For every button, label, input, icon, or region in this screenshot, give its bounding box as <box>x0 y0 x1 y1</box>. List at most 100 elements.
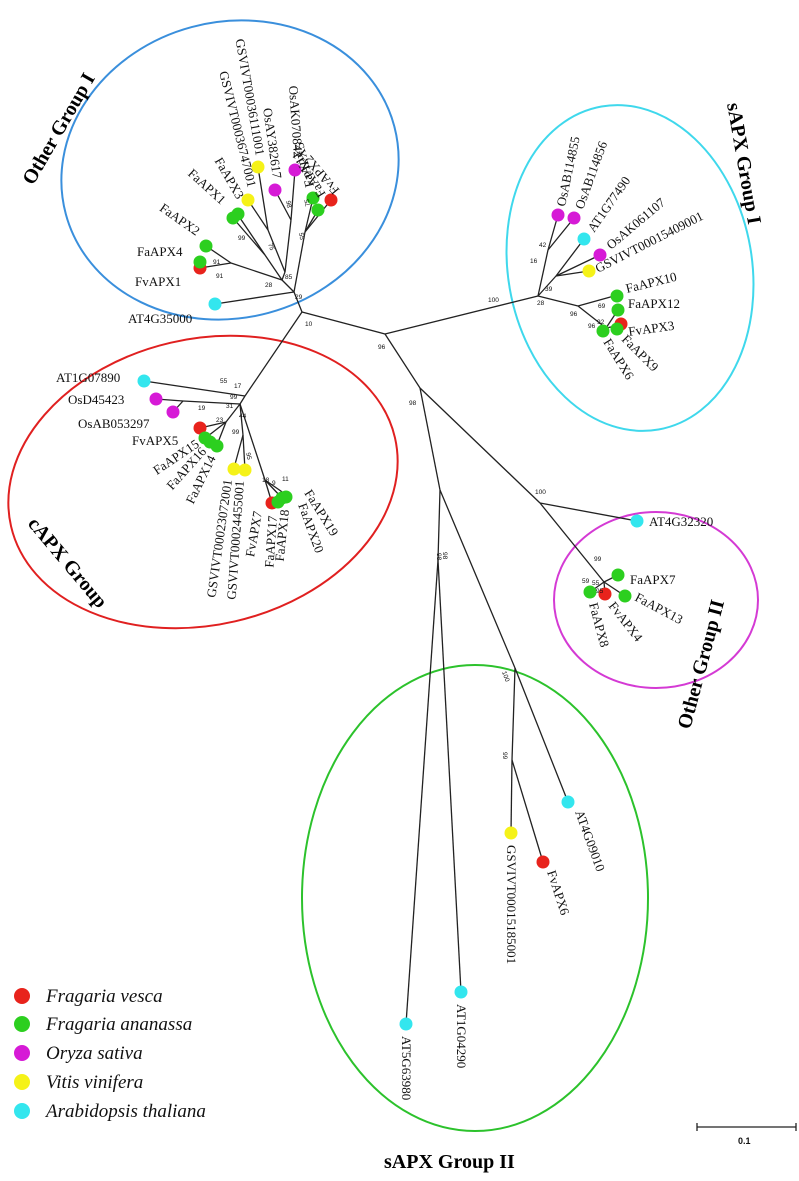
leaf-label: FaAPX10 <box>624 269 678 296</box>
bootstrap-value: 100 <box>535 489 546 496</box>
leaf-label: AT4G09010 <box>572 808 608 874</box>
bootstrap-value: 17 <box>234 383 242 390</box>
group-title-other1: Other Group I <box>18 69 100 188</box>
branch <box>293 231 306 293</box>
leaf-dot-FaAPX10 <box>610 289 624 303</box>
leaf-label: FaAPX4 <box>137 244 183 259</box>
group-ellipse-other2 <box>553 511 759 689</box>
branch <box>577 305 607 329</box>
branch <box>537 249 549 297</box>
legend-swatch <box>14 1016 30 1032</box>
leaf-dot-FaAPX4 <box>193 255 207 269</box>
group-ellipse-sapx2 <box>301 664 649 1132</box>
leaf-dot-GSVIVT00023072001 <box>227 462 241 476</box>
leaf-dot-GSVIVT00036111001 <box>251 160 265 174</box>
branch <box>419 387 441 491</box>
leaf-dot-FvAPX5 <box>193 421 207 435</box>
branch <box>384 333 421 389</box>
leaf-label: FaAPX12 <box>628 296 680 311</box>
legend-swatch <box>14 988 30 1004</box>
branch <box>301 311 386 335</box>
branch <box>384 295 539 335</box>
group-title-capx: cAPX Group <box>23 513 111 612</box>
bootstrap-value: 99 <box>232 429 240 436</box>
bootstrap-value: 23 <box>216 417 224 424</box>
bootstrap-value: 42 <box>539 242 547 249</box>
branch <box>547 217 575 251</box>
branch <box>419 387 541 504</box>
branch <box>539 502 638 522</box>
leaf-dot-FaAPX9 <box>610 322 624 336</box>
bootstrap-value: 100 <box>488 297 499 304</box>
leaf-dot-AT1G07890 <box>137 374 151 388</box>
leaf-dot-AT1G04290 <box>454 985 468 999</box>
branch <box>214 291 295 305</box>
bootstrap-value: 9 <box>272 480 276 487</box>
bootstrap-value: 75 <box>304 198 312 207</box>
leaf-dot-FaAPX6 <box>596 324 610 338</box>
branch <box>537 275 557 297</box>
branch <box>239 395 246 405</box>
leaf-dot-GSVIVT00024455001 <box>238 463 252 477</box>
branch <box>511 667 516 761</box>
bootstrap-value: 69 <box>598 303 606 310</box>
leaf-dot-FaAPX12 <box>611 303 625 317</box>
bootstrap-value: 11 <box>282 476 289 483</box>
leaf-label: FvAPX1 <box>135 274 181 289</box>
leaf-label: OsAB053297 <box>78 416 150 431</box>
leaf-label: OsD45423 <box>68 392 124 407</box>
branch <box>232 217 266 256</box>
branch <box>437 489 441 561</box>
leaf-label: AT4G35000 <box>128 311 192 326</box>
branch <box>237 214 266 256</box>
bootstrap-value: 98 <box>435 553 442 561</box>
branch <box>537 295 579 307</box>
leaf-dot-FaAPX5 <box>306 191 320 205</box>
branch <box>143 380 246 397</box>
branch <box>267 229 286 273</box>
branch <box>293 291 303 313</box>
leaf-dot-FaAPX7 <box>611 568 625 582</box>
leaf-label: AT1G07890 <box>56 370 120 385</box>
leaf-dot-OsD45423 <box>149 392 163 406</box>
bootstrap-value: 59 <box>582 578 590 585</box>
bootstrap-value: 99 <box>594 556 602 563</box>
leaf-labels: FvAPX1 FaAPX4 FaAPX2 FaAPX1 FaAPX3 GSVIV… <box>56 38 713 1101</box>
branch <box>264 254 283 281</box>
group-ellipse-sapx1 <box>505 104 755 432</box>
bootstrap-value: 99 <box>238 235 246 242</box>
bootstrap-value: 55 <box>297 232 305 241</box>
branch <box>577 295 615 307</box>
leaf-dot-OsAY382617 <box>268 183 282 197</box>
bootstrap-value: 91 <box>213 259 221 266</box>
branch <box>405 559 439 1025</box>
branch <box>233 434 244 469</box>
group-ellipse-capx <box>7 334 399 630</box>
leaf-dot-FvAPX4 <box>598 587 612 601</box>
leaf-label: FaAPX13 <box>633 589 686 627</box>
leaf-markers <box>137 160 644 1031</box>
legend-label: Arabidopsis thaliana <box>44 1101 206 1122</box>
bootstrap-value: 95 <box>244 452 252 461</box>
leaf-dot-FaAPX2 <box>199 239 213 253</box>
bootstrap-value: 99 <box>230 394 238 401</box>
branch <box>239 403 266 481</box>
bootstrap-value: 28 <box>537 300 545 307</box>
legend-label: Oryza sativa <box>46 1043 143 1064</box>
leaf-dot-OsAB114856 <box>567 211 581 225</box>
leaf-dot-FvAPX2 <box>324 193 338 207</box>
leaf-dot-FaAPX14 <box>210 439 224 453</box>
bootstrap-value: 28 <box>265 282 273 289</box>
bootstrap-value: 55 <box>220 378 228 385</box>
group-title-sapx2: sAPX Group II <box>384 1151 515 1173</box>
leaf-label: OsAK070842 <box>286 85 306 158</box>
bootstrap-value: 91 <box>216 273 224 280</box>
branch <box>290 169 296 221</box>
bootstrap-value: 75 <box>266 242 275 252</box>
bootstrap-value: 96 <box>378 344 386 351</box>
branch <box>207 421 227 437</box>
bootstrap-value: 55 <box>592 580 600 587</box>
legend-label: Vitis vinifera <box>46 1072 143 1093</box>
leaf-label: FvAPX6 <box>544 868 573 917</box>
branch <box>514 667 569 803</box>
